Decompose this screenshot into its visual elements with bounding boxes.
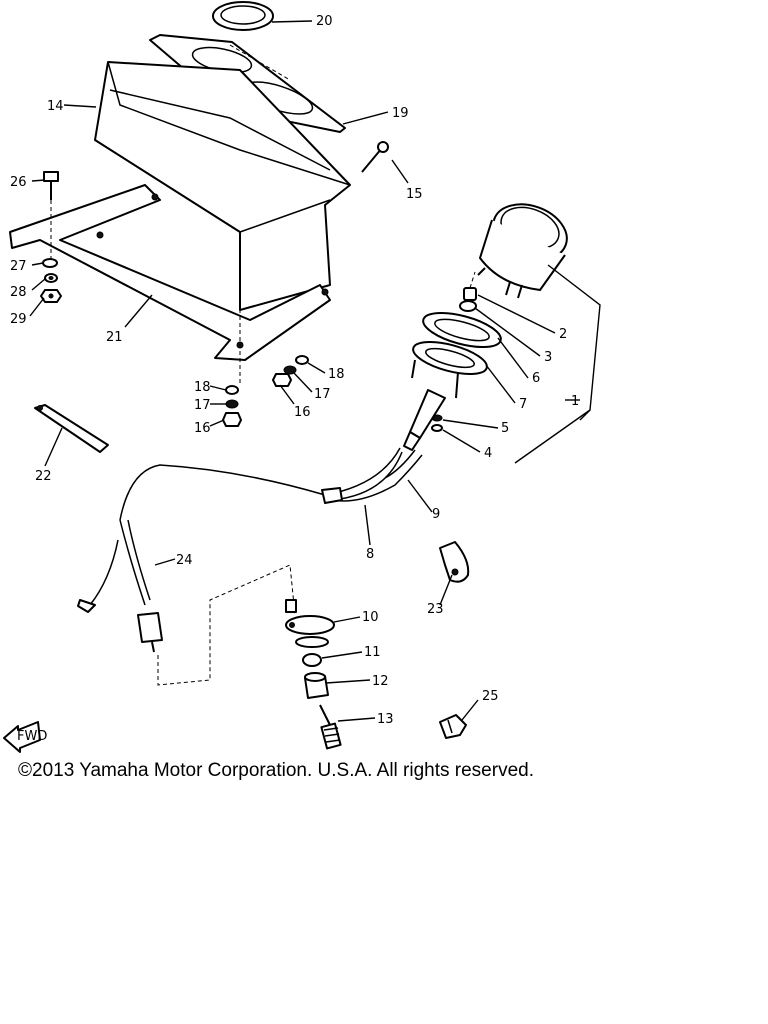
callout-23: 23: [427, 602, 444, 617]
callout-11: 11: [364, 645, 381, 660]
part-21-bracket: [9, 184, 331, 361]
leader-lines: [29, 20, 601, 722]
part-9-cable: [321, 449, 423, 504]
callout-1: 1: [571, 394, 579, 409]
callout-5: 5: [501, 421, 509, 436]
callout-19: 19: [392, 106, 409, 121]
callout-22: 22: [35, 469, 52, 484]
fwd-arrow-icon: FWD: [3, 721, 47, 753]
callout-10: 10: [362, 610, 379, 625]
part-hardware-right: [272, 355, 309, 387]
callout-20: 20: [316, 14, 333, 29]
callout-18-right: 18: [328, 367, 345, 382]
callout-16-left: 16: [194, 421, 211, 436]
part-28-washer: [44, 273, 58, 283]
part-23-clamp: [439, 541, 470, 583]
parts-exploded-diagram: FWD 20: [3, 1, 601, 753]
part-4-nut: [431, 424, 443, 432]
fwd-label: FWD: [17, 729, 47, 744]
part-12-sleeve: [304, 672, 329, 699]
callout-9: 9: [432, 507, 440, 522]
meter-cable-end: [403, 389, 446, 451]
callout-7: 7: [519, 397, 527, 412]
part-6-grommet: [422, 311, 502, 349]
part-29-nut: [40, 289, 62, 303]
part-26-bolt: [43, 171, 59, 262]
callout-29: 29: [10, 312, 27, 327]
part-11-bushing: [302, 653, 322, 667]
part-15-screw: [361, 141, 389, 173]
callout-4: 4: [484, 446, 492, 461]
callout-26: 26: [10, 175, 27, 190]
part-22-strap: [34, 404, 109, 453]
callout-17-right: 17: [314, 387, 331, 402]
part-2-bulb: [463, 271, 477, 301]
callout-2: 2: [559, 327, 567, 342]
callout-17-left: 17: [194, 398, 211, 413]
callout-27: 27: [10, 259, 27, 274]
copyright-notice: ©2013 Yamaha Motor Corporation. U.S.A. A…: [18, 760, 534, 781]
callout-15: 15: [406, 187, 423, 202]
callout-24: 24: [176, 553, 193, 568]
part-27-washer: [42, 258, 58, 268]
callout-3: 3: [544, 350, 552, 365]
part-3-socket: [459, 300, 477, 312]
cable-route: [157, 564, 296, 686]
callout-12: 12: [372, 674, 389, 689]
part-10-seal: [295, 636, 329, 648]
part-20-lens: [212, 1, 274, 31]
callout-8: 8: [366, 547, 374, 562]
callout-28: 28: [10, 285, 27, 300]
callout-14: 14: [47, 99, 64, 114]
part-10-gear-housing: [285, 599, 335, 635]
part-25-clip: [439, 714, 467, 739]
part-7-damper: [411, 341, 488, 399]
callout-13: 13: [377, 712, 394, 727]
callout-numbers: 20 19 14 15 26 27 28 29 21 18 17 16 18 1…: [10, 14, 579, 727]
part-1-speedometer: [477, 203, 568, 299]
part-8-cable: [119, 447, 403, 521]
part-13-gear: [319, 704, 342, 750]
callout-21: 21: [106, 330, 123, 345]
part-24-cable: [77, 519, 163, 653]
callout-18-left: 18: [194, 380, 211, 395]
callout-25: 25: [482, 689, 499, 704]
callout-6: 6: [532, 371, 540, 386]
callout-16-right: 16: [294, 405, 311, 420]
